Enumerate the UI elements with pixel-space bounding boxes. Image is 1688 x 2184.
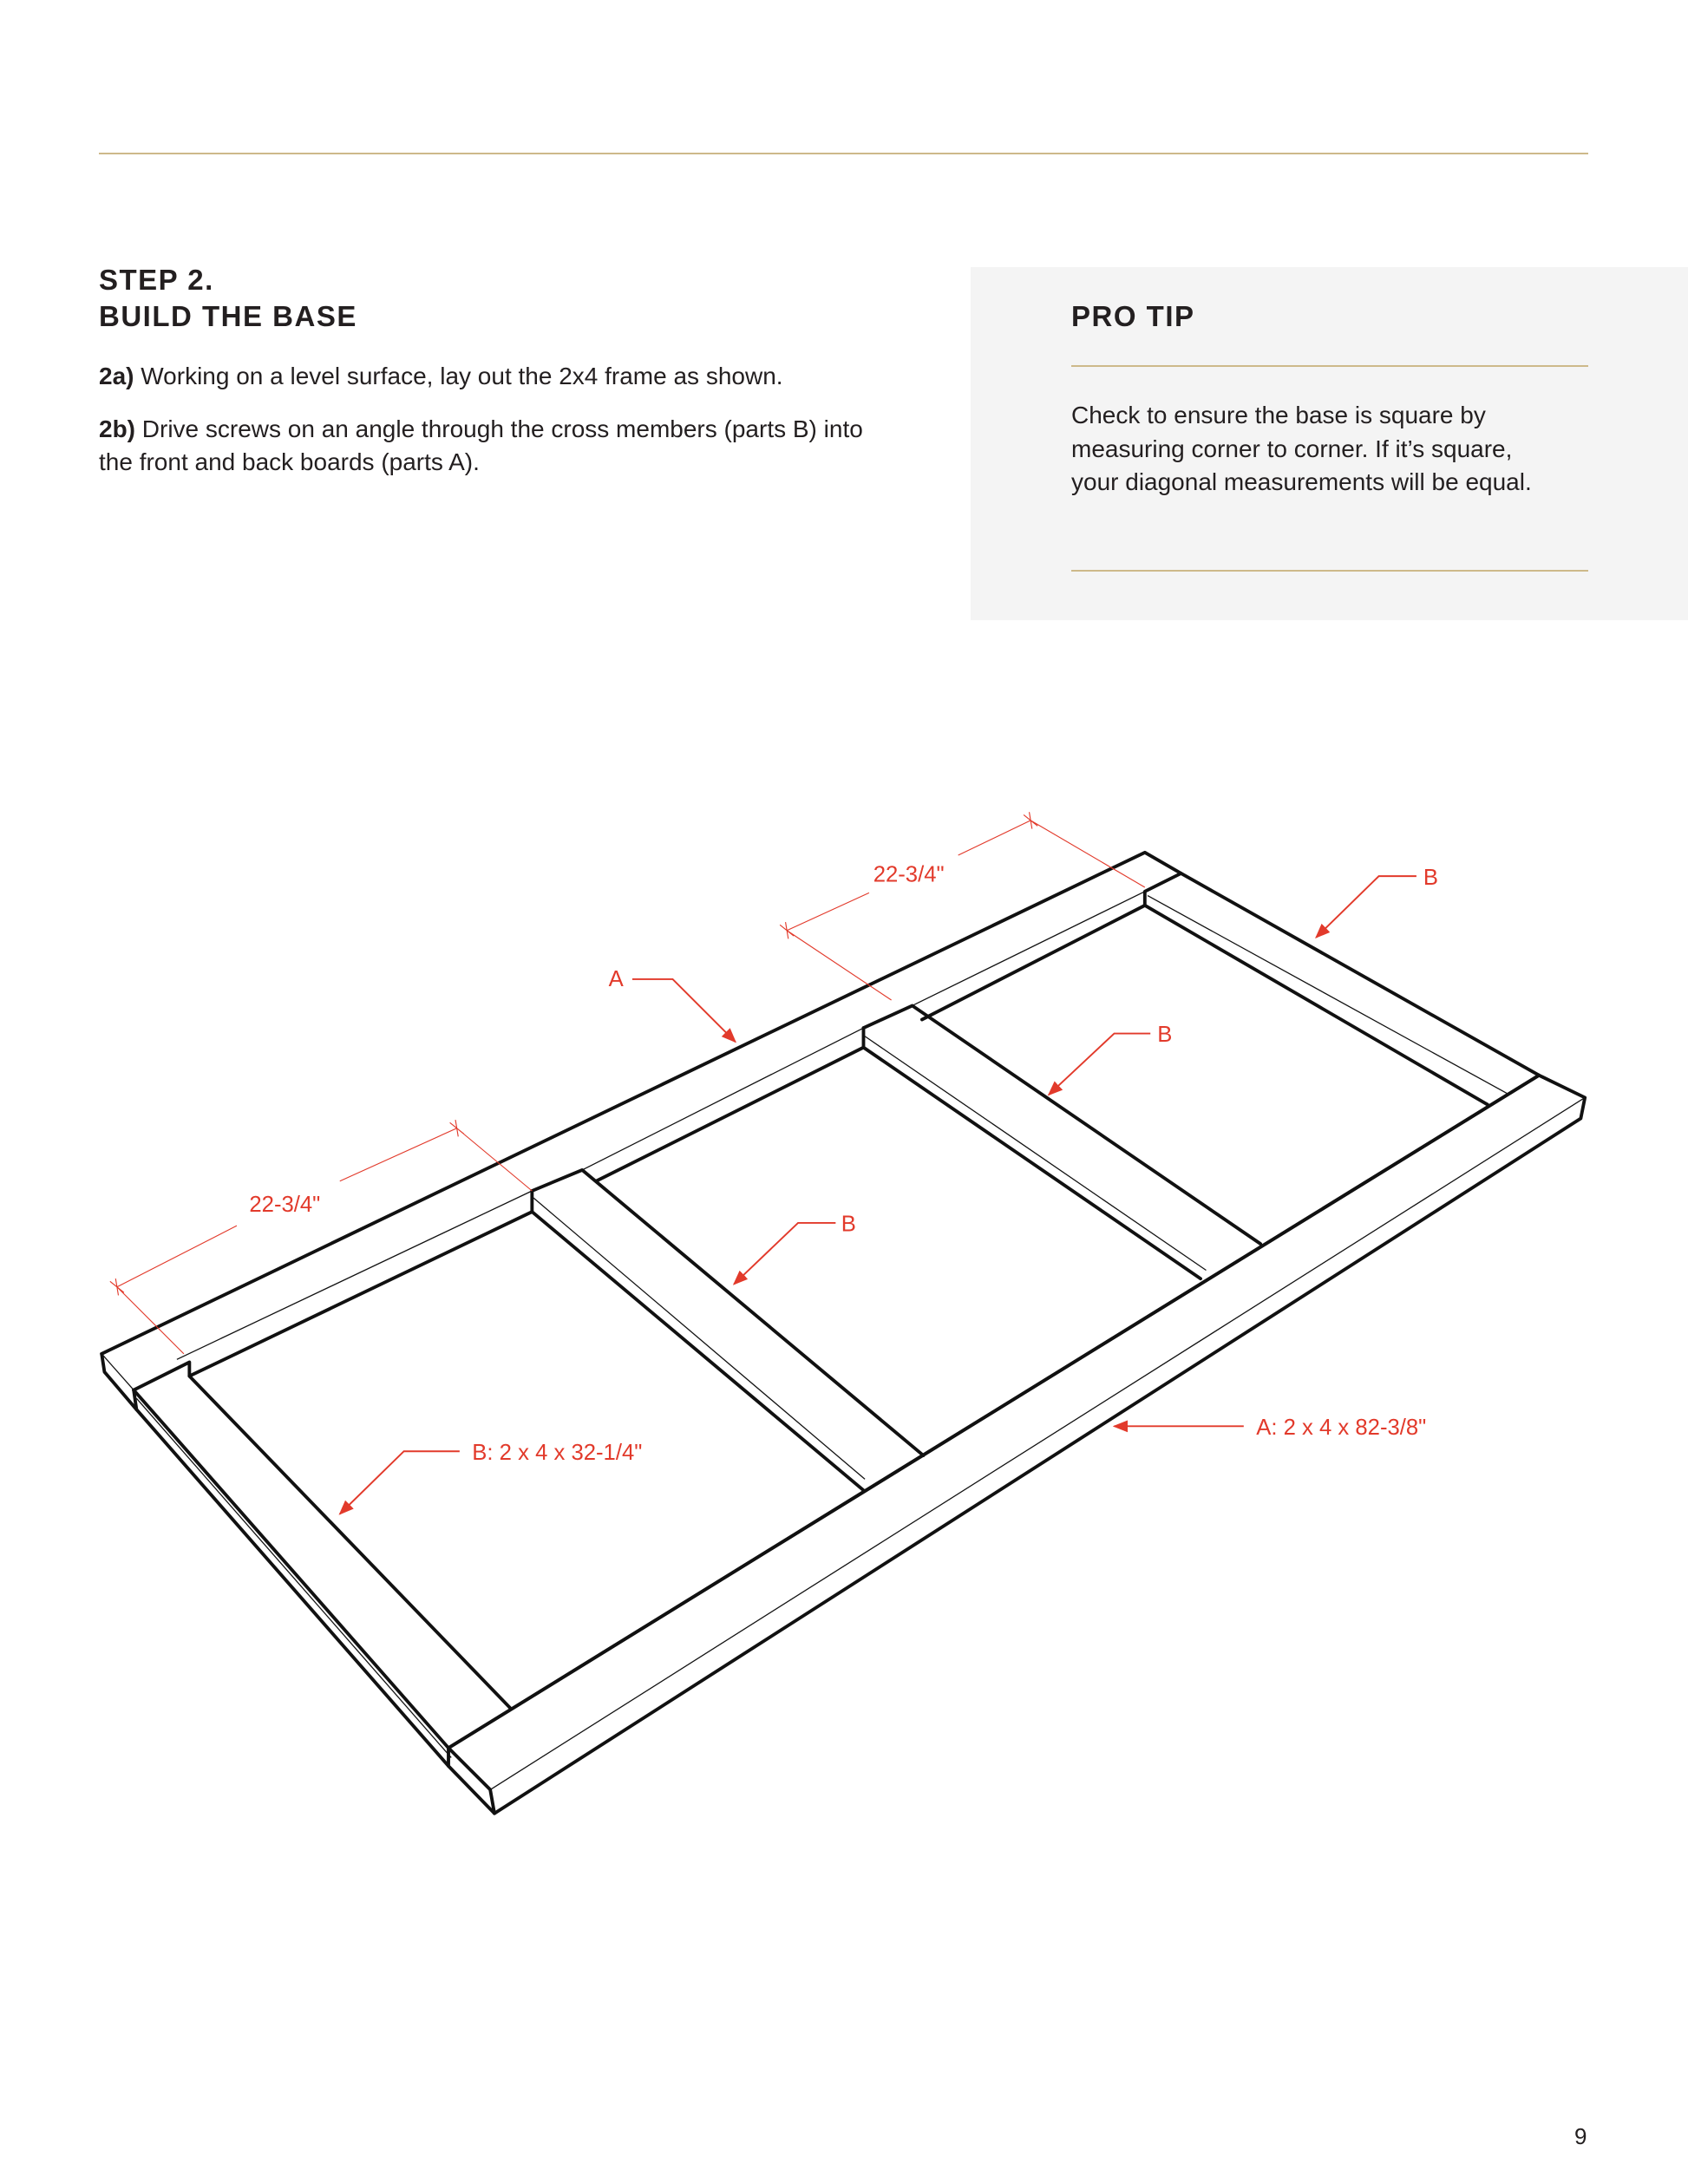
pro-tip-rule-bottom: [1071, 570, 1588, 572]
callout-b-spec-label: B: 2 x 4 x 32-1/4": [472, 1441, 642, 1465]
callout-b-spec: B: 2 x 4 x 32-1/4": [338, 1441, 642, 1515]
callout-a-spec: A: 2 x 4 x 82-3/8": [1112, 1416, 1426, 1440]
callout-b-right: B: [1315, 866, 1438, 938]
callout-b-mid-left-label: B: [841, 1213, 856, 1237]
header-rule: [99, 153, 1588, 154]
front-board-a: [447, 1073, 1587, 1815]
dimension-top: 22-3/4": [779, 812, 1146, 1001]
instruction-label: 2b): [99, 415, 135, 442]
instruction-label: 2a): [99, 363, 134, 389]
step-number: STEP 2.: [99, 264, 214, 296]
callout-b-mid-left: B: [732, 1213, 856, 1285]
pro-tip-box: [971, 267, 1688, 620]
dimension-top-label: 22-3/4": [873, 863, 945, 887]
pro-tip-title: PRO TIP: [1071, 300, 1195, 332]
pro-tip-rule-top: [1071, 365, 1588, 367]
dimension-left: 22-3/4": [109, 1120, 533, 1355]
cross-member-b-middle-right: [861, 1004, 1263, 1281]
callout-a: A: [609, 967, 736, 1043]
cross-member-b-right: [1142, 871, 1541, 1107]
dimension-left-label: 22-3/4": [249, 1193, 320, 1217]
callout-b-mid-right: B: [1047, 1023, 1172, 1096]
callout-a-spec-label: A: 2 x 4 x 82-3/8": [1256, 1416, 1426, 1440]
instruction-text: Working on a level surface, lay out the …: [134, 363, 783, 389]
callout-a-label: A: [609, 967, 625, 991]
callout-b-right-label: B: [1423, 866, 1438, 890]
pro-tip-text: Check to ensure the base is square by me…: [1071, 402, 1532, 495]
instruction-text: Drive screws on an angle through the cro…: [99, 415, 863, 475]
callout-b-mid-right-label: B: [1157, 1023, 1172, 1047]
instruction-2b: 2b) Drive screws on an angle through the…: [99, 413, 880, 479]
step-title: BUILD THE BASE: [99, 300, 357, 332]
instruction-2a: 2a) Working on a level surface, lay out …: [99, 360, 880, 393]
back-board-a: [100, 850, 1183, 1412]
page-number: 9: [1574, 2123, 1587, 2149]
cross-member-b-left: [132, 1360, 514, 1769]
cross-member-b-middle-left: [530, 1167, 926, 1493]
